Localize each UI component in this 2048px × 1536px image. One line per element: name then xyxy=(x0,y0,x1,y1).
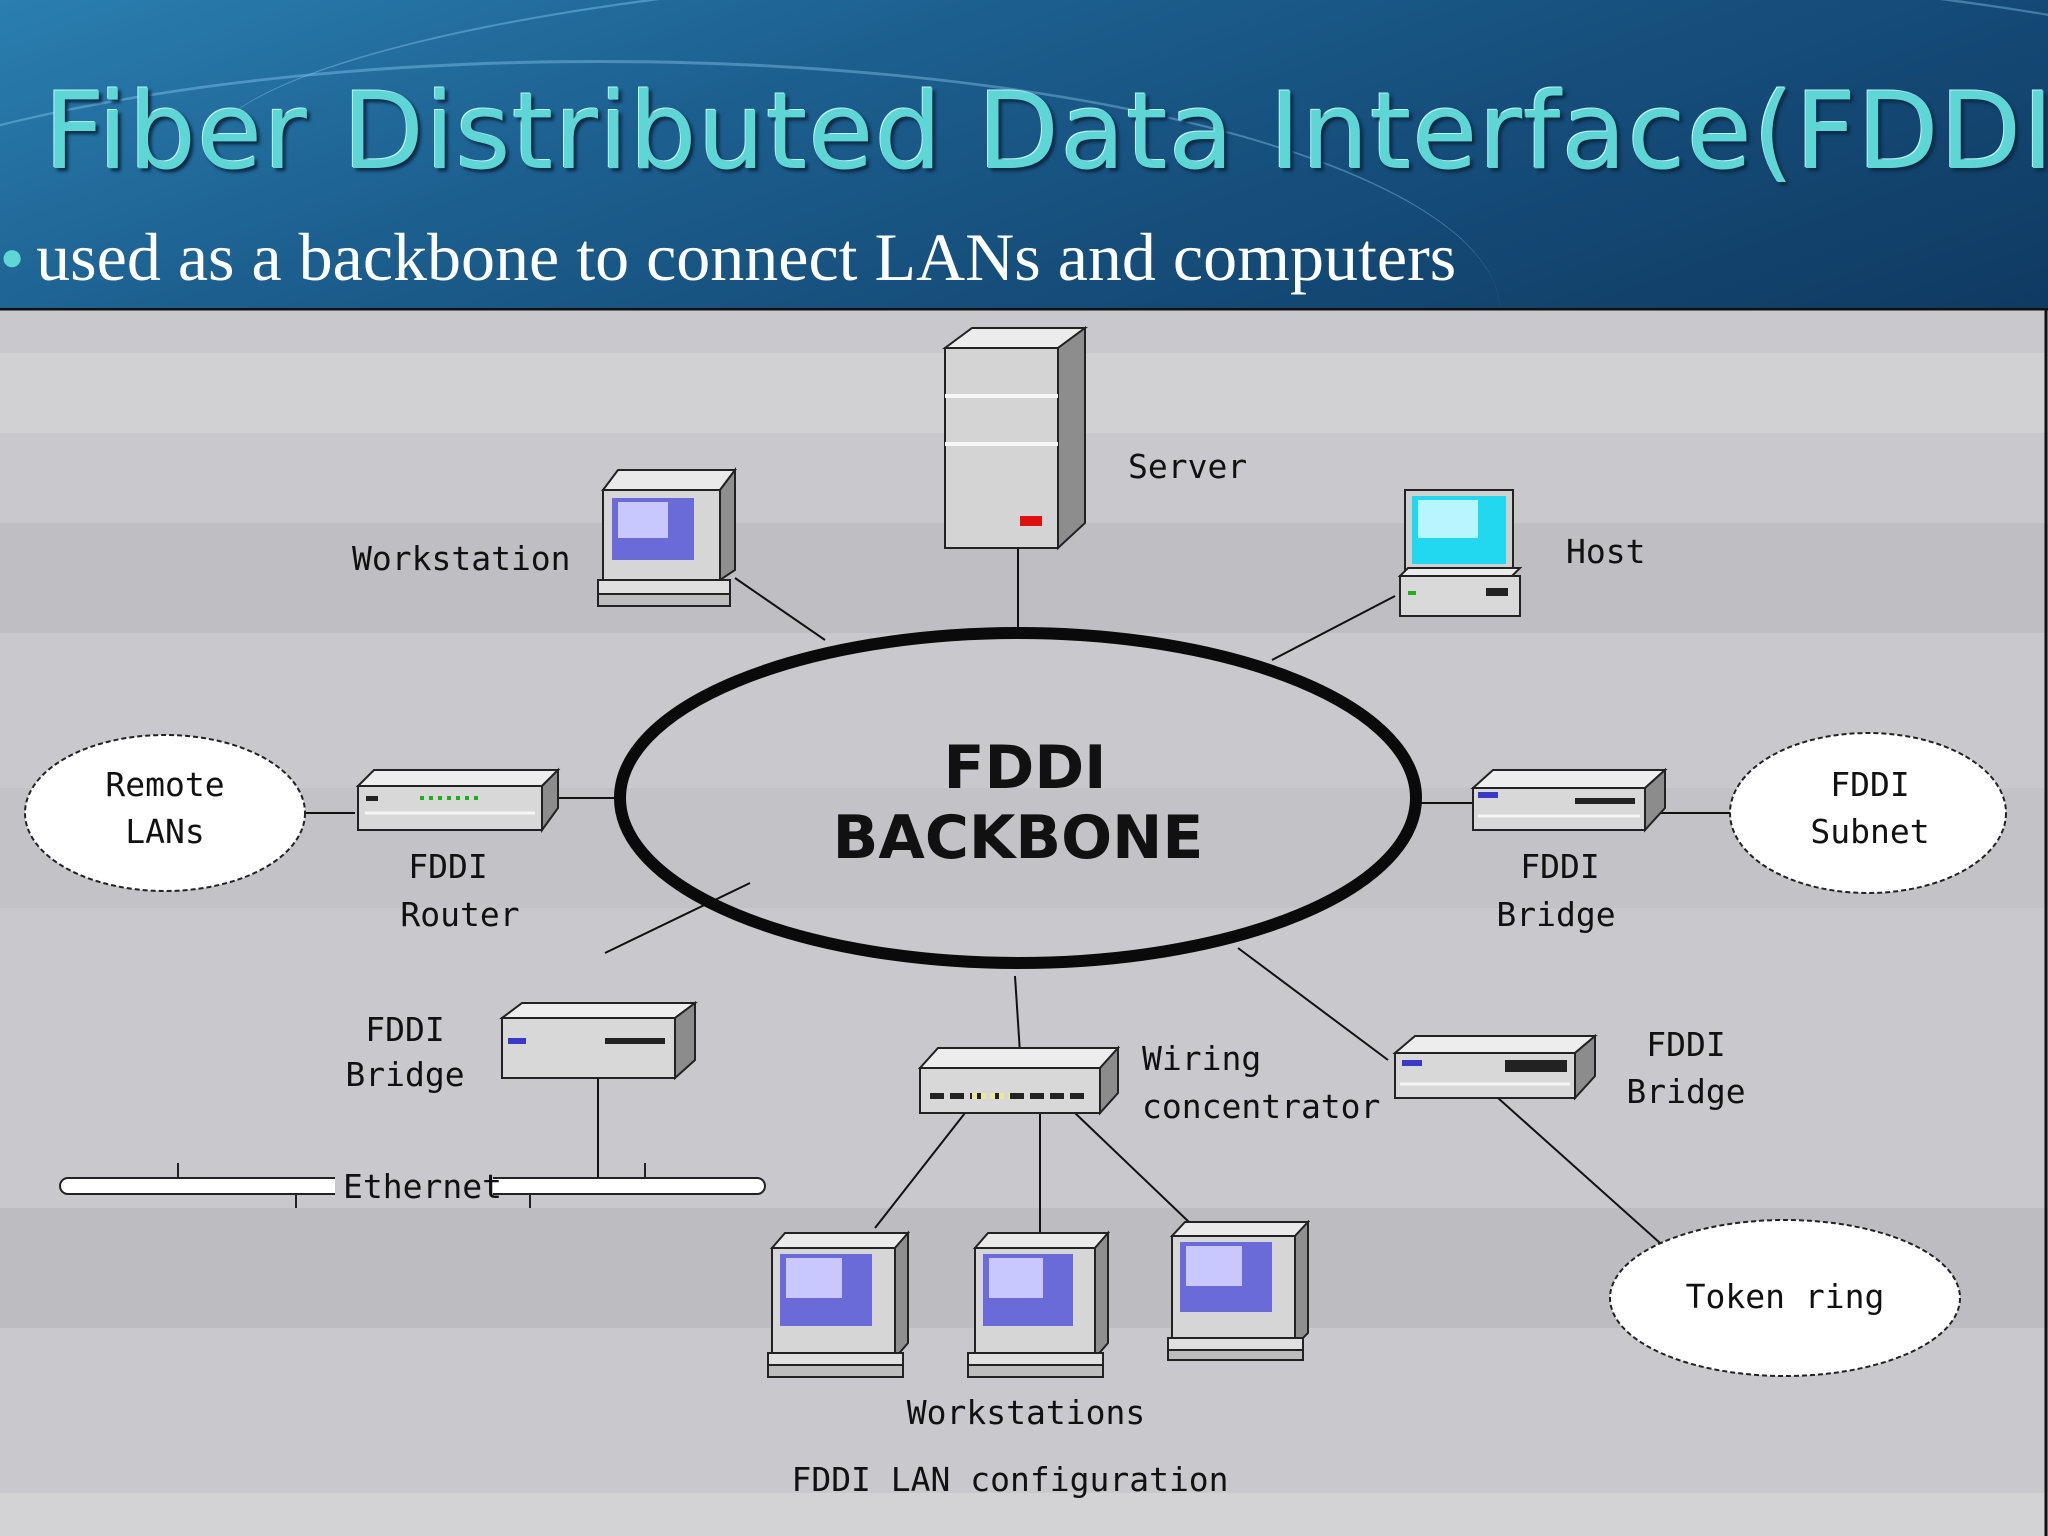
host-icon xyxy=(1397,489,1523,617)
workstation-icon xyxy=(1167,1219,1311,1361)
bridge-left-icon xyxy=(499,1001,698,1081)
backbone-ring xyxy=(614,627,1422,969)
token-ring-cloud xyxy=(1609,1219,1961,1377)
bridge-lower-label-line2: Bridge xyxy=(1626,1072,1745,1111)
wiring-label-line2: concentrator xyxy=(1142,1087,1380,1126)
ethernet-label: Ethernet xyxy=(343,1167,502,1206)
remote-lans-line1: Remote xyxy=(105,765,224,804)
bridge-lower-label-line1: FDDI xyxy=(1646,1025,1725,1064)
bullet-item: ●used as a backbone to connect LANs and … xyxy=(0,218,1456,297)
workstation-icon xyxy=(767,1230,911,1378)
bridge-right-label-line2: Bridge xyxy=(1496,895,1615,934)
remote-lans-cloud xyxy=(24,734,306,892)
workstation-icon xyxy=(597,467,737,607)
fddi-diagram: FDDI BACKBONE Server Workstation Host Re… xyxy=(0,308,2048,1536)
server-icon xyxy=(941,326,1089,551)
token-ring-label: Token ring xyxy=(1686,1277,1885,1316)
backbone-label-line1: FDDI xyxy=(944,733,1107,803)
wiring-concentrator-icon xyxy=(917,1045,1121,1116)
bridge-right-icon xyxy=(1470,767,1668,833)
remote-lans-line2: LANs xyxy=(125,812,204,851)
fddi-subnet-cloud xyxy=(1729,732,2007,894)
workstation-icon xyxy=(967,1230,1111,1378)
slide-header: Fiber Distributed Data Interface(FDDI) ●… xyxy=(0,0,2048,308)
subnet-label-line1: FDDI xyxy=(1830,765,1909,804)
bridge-right-label-line1: FDDI xyxy=(1520,847,1599,886)
slide-title: Fiber Distributed Data Interface(FDDI) xyxy=(44,70,2048,193)
host-label: Host xyxy=(1566,532,1645,571)
router-label-line1: FDDI xyxy=(408,847,487,886)
workstations-label: Workstations xyxy=(907,1393,1145,1432)
backbone-label-line2: BACKBONE xyxy=(833,803,1204,873)
router-label-line2: Router xyxy=(400,895,519,934)
bullet-dot-icon: ● xyxy=(0,235,25,279)
diagram-caption: FDDI LAN configuration xyxy=(791,1460,1228,1499)
subnet-label-line2: Subnet xyxy=(1810,812,1929,851)
bridge-left-label-line1: FDDI xyxy=(365,1010,444,1049)
bridge-left-label-line2: Bridge xyxy=(345,1055,464,1094)
server-label: Server xyxy=(1128,447,1247,486)
connection-lines xyxy=(305,548,1730,1244)
ethernet-bus xyxy=(59,1163,766,1208)
bullet-text: used as a backbone to connect LANs and c… xyxy=(36,219,1457,295)
wiring-label-line1: Wiring xyxy=(1142,1039,1261,1078)
bridge-lower-icon xyxy=(1392,1033,1598,1101)
router-icon xyxy=(355,767,561,834)
workstation-label: Workstation xyxy=(352,539,571,578)
